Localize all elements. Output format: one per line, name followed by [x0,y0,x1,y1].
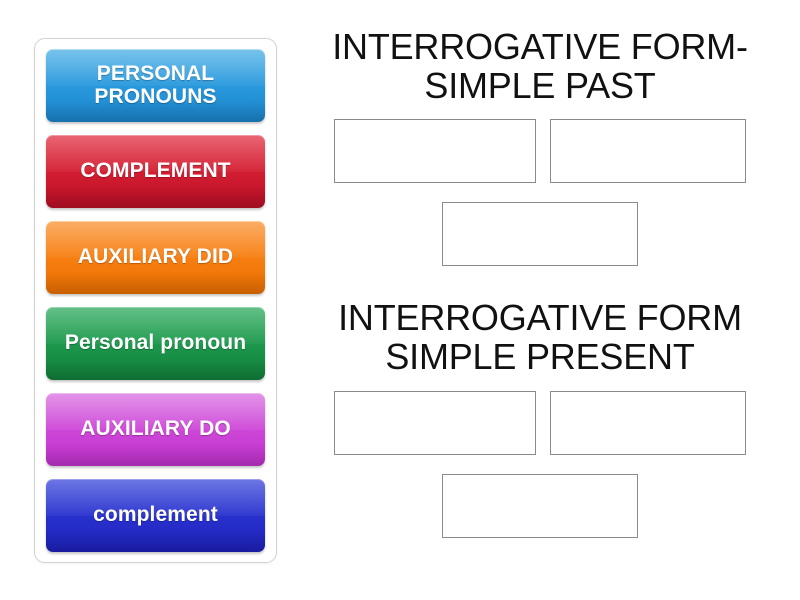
answer-area: INTERROGATIVE FORM- SIMPLE PAST INTERROG… [300,20,780,580]
tile-label: AUXILIARY DO [80,417,231,441]
drop-slot-past-1[interactable] [334,118,536,183]
drop-slot-past-2[interactable] [550,118,746,183]
tile-label: PERSONAL PRONOUNS [94,61,217,108]
tile-label: complement [93,503,218,527]
group-simple-past: INTERROGATIVE FORM- SIMPLE PAST [300,26,780,266]
draggable-tile-personal-pronouns[interactable]: PERSONAL PRONOUNS [46,49,265,122]
tile-label: Personal pronoun [64,331,247,355]
tile-label: AUXILIARY DID [77,245,234,269]
group-title-simple-present: INTERROGATIVE FORM SIMPLE PRESENT [338,296,742,377]
group-simple-present: INTERROGATIVE FORM SIMPLE PRESENT [300,296,780,538]
tile-label: COMPLEMENT [80,159,231,183]
slot-row [300,390,780,455]
slot-row [300,118,780,183]
drop-slot-past-3[interactable] [442,201,638,266]
drop-slot-present-3[interactable] [442,473,638,538]
draggable-tile-auxiliary-did[interactable]: AUXILIARY DID [46,221,265,294]
group-title-simple-past: INTERROGATIVE FORM- SIMPLE PAST [332,26,748,106]
slot-row [300,473,780,538]
draggable-tile-complement-lower[interactable]: complement [46,479,265,552]
draggable-tile-auxiliary-do[interactable]: AUXILIARY DO [46,393,265,466]
draggable-tile-personal-pronoun[interactable]: Personal pronoun [46,307,265,380]
drop-slot-present-1[interactable] [334,390,536,455]
draggable-tile-complement-upper[interactable]: COMPLEMENT [46,135,265,208]
slot-row [300,201,780,266]
draggable-tiles-panel: PERSONAL PRONOUNS COMPLEMENT AUXILIARY D… [34,38,277,563]
drop-slot-present-2[interactable] [550,390,746,455]
tile-list: PERSONAL PRONOUNS COMPLEMENT AUXILIARY D… [46,49,265,552]
